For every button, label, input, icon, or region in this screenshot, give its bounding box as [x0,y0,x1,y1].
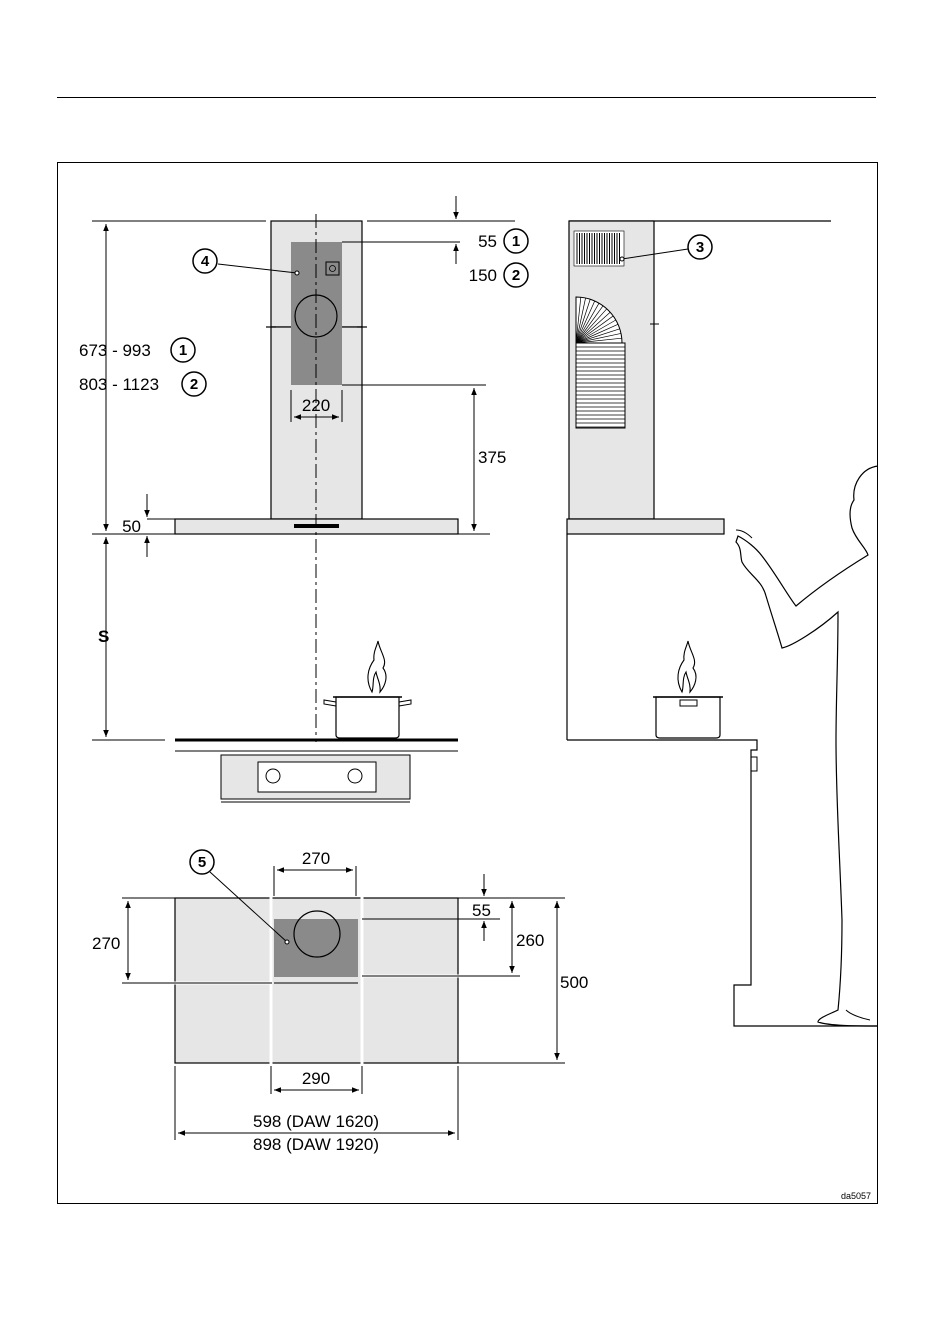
pot-icon [336,697,399,738]
kitchen-cabinet [567,740,878,1026]
dim-top-offset-2: 150 [469,266,497,285]
dim-cutout-rear: 260 [516,931,544,950]
badge-1-range-label: 1 [179,342,187,359]
dim-safety-distance: S [98,627,109,646]
dim-top-offset-1: 55 [478,232,497,251]
side-pot-icon [656,697,720,738]
front-view [175,214,458,799]
flame-icon [368,641,386,692]
dim-canopy-thickness: 50 [122,517,141,536]
dim-width-model-2: 898 (DAW 1920) [253,1135,379,1154]
dim-ceiling-depth: 500 [560,973,588,992]
dim-width-model-1: 598 (DAW 1620) [253,1112,379,1131]
dim-inner-height: 375 [478,448,506,467]
dim-height-range-2: 803 - 1123 [79,375,159,394]
badge-3-label: 3 [696,239,704,256]
plan-view [172,895,461,1066]
badge-1-top-label: 1 [512,233,520,250]
side-flame-icon [678,641,696,692]
dim-cutout-width-bottom: 290 [302,1069,330,1088]
ceiling-cutout [274,919,358,977]
dim-cutout-width-top: 270 [302,849,330,868]
side-view [567,221,878,1026]
badge-5-label: 5 [198,854,206,871]
dim-height-range-1: 673 - 993 [79,341,151,360]
drawing-code: da5057 [841,1191,871,1201]
dim-cutout-depth: 270 [92,934,120,953]
dim-chimney-width: 220 [302,396,330,415]
badge-4-label: 4 [201,253,210,270]
badge-2-top-label: 2 [512,267,520,284]
mounting-area [291,242,342,385]
dim-cutout-offset: 55 [472,901,491,920]
side-canopy [567,519,724,534]
badge-2-range-label: 2 [190,376,198,393]
oven-panel [258,762,376,792]
